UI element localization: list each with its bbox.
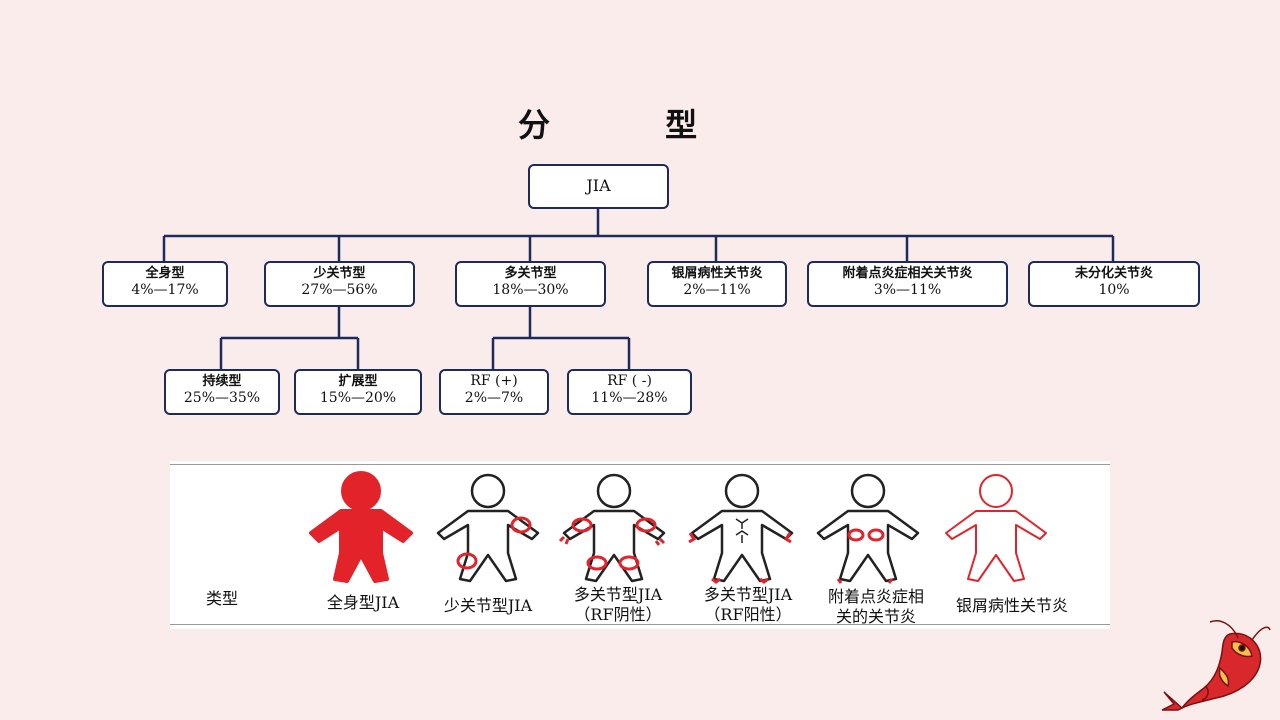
figure-label-enthesitis: 附着点炎症相 关的关节炎 <box>816 587 936 627</box>
row-label: 类型 <box>206 589 239 608</box>
label-line: 关的关节炎 <box>835 607 916 626</box>
label-line: （RF阴性） <box>574 605 662 624</box>
category-enthesitis: 附着点炎症相关关节炎 3%—11% <box>807 261 1008 307</box>
subtype-percent: 15%—20% <box>319 390 397 406</box>
subtype-percent: 11%—28% <box>591 390 668 406</box>
subtype-name: 持续型 <box>202 374 242 389</box>
root-node: JIA <box>528 164 669 209</box>
bottom-rule <box>170 624 1110 625</box>
category-percent: 10% <box>1098 282 1130 298</box>
figure-label-poly-rf-negative: 多关节型JIA （RF阴性） <box>558 585 678 625</box>
category-polyarticular: 多关节型 18%—30% <box>455 261 606 307</box>
label-line: 附着点炎症相 <box>827 587 924 606</box>
page-title: 分 型 <box>518 106 750 144</box>
subtype-name: RF ( -) <box>607 373 652 389</box>
figure-label-systemic: 全身型JIA <box>313 593 413 613</box>
category-percent: 2%—11% <box>683 282 751 298</box>
category-name: 少关节型 <box>313 266 366 281</box>
subtype-extended: 扩展型 15%—20% <box>294 369 422 415</box>
category-psoriatic: 银屑病性关节炎 2%—11% <box>647 261 787 307</box>
subtype-percent: 2%—7% <box>464 390 524 406</box>
label-line: 少关节型JIA <box>443 596 533 615</box>
label-line: 银屑病性关节炎 <box>955 596 1068 615</box>
subtype-percent: 25%—35% <box>183 390 261 406</box>
body-figure-systemic <box>309 471 413 583</box>
category-undifferentiated: 未分化关节炎 10% <box>1028 261 1200 307</box>
body-figure-enthesitis <box>816 473 920 584</box>
category-percent: 27%—56% <box>301 282 378 298</box>
top-rule <box>170 464 1110 465</box>
category-systemic: 全身型 4%—17% <box>102 261 228 307</box>
label-line: 多关节型JIA <box>573 585 663 604</box>
label-line: 全身型JIA <box>326 593 400 612</box>
subtype-name: 扩展型 <box>338 374 378 389</box>
koi-fish-decoration <box>1161 620 1271 711</box>
category-oligoarticular: 少关节型 27%—56% <box>264 261 415 307</box>
category-name: 附着点炎症相关关节炎 <box>842 266 973 281</box>
body-figure-oligoarticular <box>436 473 540 583</box>
body-figure-poly-rf-negative <box>558 473 666 583</box>
category-name: 未分化关节炎 <box>1074 266 1153 281</box>
category-percent: 3%—11% <box>873 282 942 298</box>
category-name: 全身型 <box>145 266 185 281</box>
subtype-rf-positive: RF (+) 2%—7% <box>439 369 549 415</box>
figure-label-psoriatic: 银屑病性关节炎 <box>942 596 1082 616</box>
root-label: JIA <box>586 176 611 195</box>
body-figure-psoriatic <box>945 474 1047 582</box>
category-name: 多关节型 <box>504 266 557 281</box>
label-line: 多关节型JIA <box>703 585 793 604</box>
category-percent: 18%—30% <box>492 282 569 298</box>
subtype-persistent: 持续型 25%—35% <box>164 369 280 415</box>
subtype-name: RF (+) <box>470 373 518 389</box>
category-percent: 4%—17% <box>131 282 199 298</box>
figure-label-oligoarticular: 少关节型JIA <box>432 596 544 616</box>
body-figure-poly-rf-positive <box>688 473 794 584</box>
subtype-rf-negative: RF ( -) 11%—28% <box>567 369 692 415</box>
category-name: 银屑病性关节炎 <box>671 266 763 281</box>
joint-involvement-figure: 类型 <box>170 461 1110 629</box>
figure-label-poly-rf-positive: 多关节型JIA （RF阳性） <box>688 585 808 625</box>
label-line: （RF阳性） <box>704 605 792 624</box>
